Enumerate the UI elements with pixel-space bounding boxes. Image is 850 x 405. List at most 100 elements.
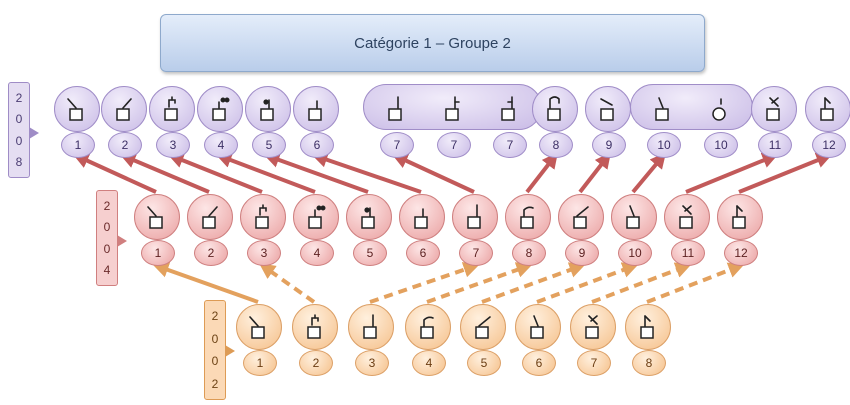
symbol-2008-2: 2: [101, 86, 147, 168]
symbol-number: 8: [632, 350, 666, 376]
arrow-2004-1-to-2008-1: [72, 153, 157, 194]
year-digit: 2: [15, 90, 23, 105]
symbol-2004-1: 1: [134, 194, 180, 276]
year-digit: 0: [15, 112, 23, 127]
symbol-2004-7: 7: [452, 194, 498, 276]
symbol-2008-1: 1: [54, 86, 100, 168]
category-title-box: Catégorie 1 – Groupe 2: [160, 14, 705, 72]
symbol-number: 5: [467, 350, 501, 376]
symbol-number: 8: [539, 132, 573, 158]
symbol-bubble: [240, 194, 286, 240]
symbol-2002-8: 8: [625, 304, 671, 386]
symbol-number: 12: [724, 240, 758, 266]
category-title: Catégorie 1 – Groupe 2: [354, 34, 511, 52]
symbol-number: 8: [512, 240, 546, 266]
symbol-2002-7: 7: [570, 304, 616, 386]
symbol-number: 1: [141, 240, 175, 266]
year-digit: 0: [211, 331, 219, 346]
arrow-2002-7-to-2004-11: [591, 262, 692, 304]
arrow-2004-4-to-2008-4: [215, 152, 316, 194]
symbol-2008-8: 8: [532, 86, 578, 168]
symbol-2004-11: 11: [664, 194, 710, 276]
year-digit: 2: [211, 376, 219, 391]
symbol-2004-4: 4: [293, 194, 339, 276]
symbol-number: 10: [647, 132, 681, 158]
arrow-2002-5-to-2004-9: [481, 262, 586, 304]
arrow-2002-3-to-2004-7: [369, 262, 480, 304]
symbol-number: 6: [300, 132, 334, 158]
symbol-2002-2: 2: [292, 304, 338, 386]
symbol-2008-5: 5: [245, 86, 291, 168]
symbol-number: 1: [243, 350, 277, 376]
symbol-2008-3: 3: [149, 86, 195, 168]
arrow-2004-8-to-2008-8: [525, 152, 558, 194]
arrow-2004-7-to-2008-7: [391, 153, 475, 194]
symbol-2008-4: 4: [197, 86, 243, 168]
year-digit: 2: [211, 309, 219, 324]
symbol-2008-7: 7: [486, 86, 532, 168]
symbol-number: 2: [108, 132, 142, 158]
symbol-2002-1: 1: [236, 304, 282, 386]
symbol-2004-10: 10: [611, 194, 657, 276]
symbol-number: 3: [247, 240, 281, 266]
arrow-2002-6-to-2004-10: [536, 262, 639, 304]
symbol-number: 5: [252, 132, 286, 158]
symbol-2002-5: 5: [460, 304, 506, 386]
symbol-2004-8: 8: [505, 194, 551, 276]
symbol-number: 6: [522, 350, 556, 376]
arrow-2002-8-to-2004-12: [646, 262, 745, 304]
grouped-items-pill: [630, 84, 753, 130]
arrow-2004-3-to-2008-3: [167, 152, 263, 194]
symbol-number: 7: [493, 132, 527, 158]
symbol-2008-7: 7: [373, 86, 419, 168]
arrow-2002-4-to-2004-8: [426, 262, 533, 304]
symbol-2008-7: 7: [430, 86, 476, 168]
symbol-number: 11: [758, 132, 792, 158]
symbol-number: 3: [355, 350, 389, 376]
symbol-number: 10: [618, 240, 652, 266]
symbol-2004-9: 9: [558, 194, 604, 276]
symbol-2004-2: 2: [187, 194, 233, 276]
symbol-2008-12: 12: [805, 86, 850, 168]
year-digit: 2: [103, 198, 111, 213]
symbol-2008-9: 9: [585, 86, 631, 168]
symbol-2008-6: 6: [293, 86, 339, 168]
year-digit: 0: [15, 133, 23, 148]
year-digit: 0: [103, 241, 111, 256]
symbol-number: 12: [812, 132, 846, 158]
symbol-2008-11: 11: [751, 86, 797, 168]
arrow-2004-6-to-2008-6: [311, 152, 422, 194]
symbol-2004-6: 6: [399, 194, 445, 276]
year-digit: 8: [15, 155, 23, 170]
symbol-number: 6: [406, 240, 440, 266]
symbol-number: 5: [353, 240, 387, 266]
symbol-number: 7: [577, 350, 611, 376]
year-label-2008: 2 0 0 8: [8, 82, 39, 178]
symbol-number: 2: [194, 240, 228, 266]
symbol-number: 4: [300, 240, 334, 266]
symbol-number: 4: [412, 350, 446, 376]
symbol-2004-12: 12: [717, 194, 763, 276]
symbol-bubble: [611, 194, 657, 240]
symbol-2002-3: 3: [348, 304, 394, 386]
symbol-number: 9: [565, 240, 599, 266]
year-digit: 0: [211, 354, 219, 369]
arrow-2002-2-to-2004-3: [259, 263, 316, 304]
symbol-number: 1: [61, 132, 95, 158]
arrow-2004-2-to-2008-2: [119, 153, 210, 194]
symbol-2008-10: 10: [640, 86, 686, 168]
symbol-bubble: [717, 194, 763, 240]
year-digit: 4: [103, 263, 111, 278]
arrow-2004-10-to-2008-10: [631, 152, 667, 194]
symbol-number: 9: [592, 132, 626, 158]
arrow-2002-1-to-2004-1: [152, 262, 259, 304]
symbol-2002-6: 6: [515, 304, 561, 386]
symbol-bubble: [245, 86, 291, 132]
symbol-number: 10: [704, 132, 738, 158]
symbol-bubble: [293, 86, 339, 132]
symbol-number: 11: [671, 240, 705, 266]
symbol-2002-4: 4: [405, 304, 451, 386]
arrow-2004-9-to-2008-9: [578, 152, 611, 194]
symbol-number: 3: [156, 132, 190, 158]
